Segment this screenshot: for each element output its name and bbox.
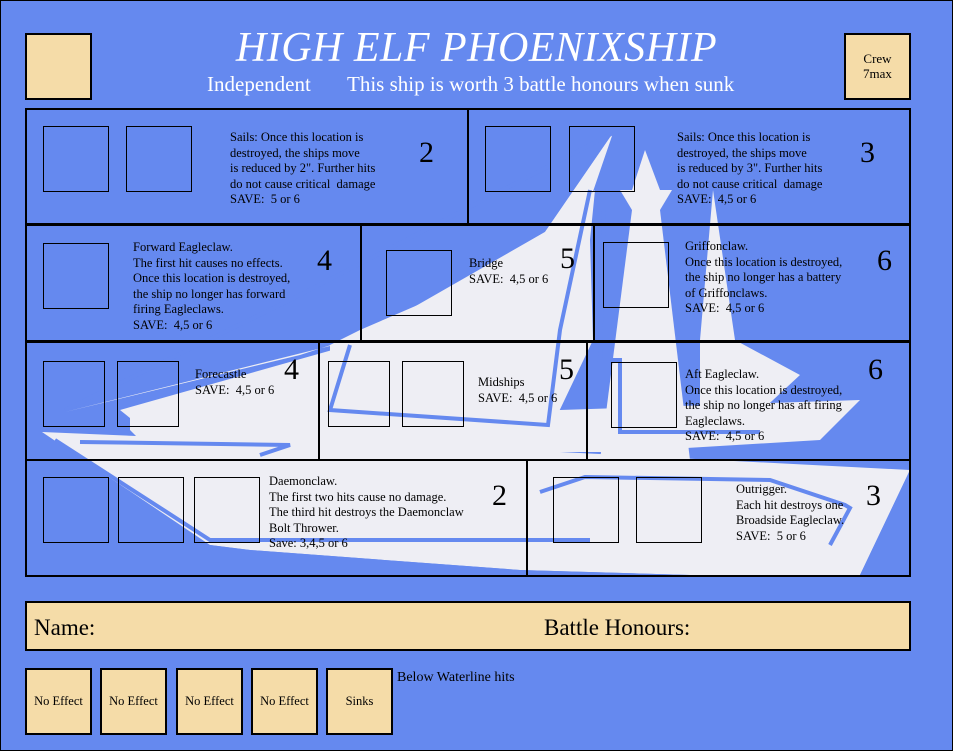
damage-box[interactable]	[603, 242, 669, 308]
damage-box[interactable]	[402, 361, 464, 427]
waterline-shape	[25, 470, 910, 575]
damage-box[interactable]	[43, 126, 109, 192]
location-roll-number: 6	[877, 244, 892, 277]
damage-box[interactable]	[118, 477, 184, 543]
waterline-hit-box[interactable]: No Effect	[25, 668, 92, 735]
location-roll-number: 5	[559, 353, 574, 386]
faction-icon-box	[25, 33, 92, 100]
damage-box[interactable]	[43, 243, 109, 309]
outrigger-outline	[539, 474, 853, 546]
location-griffonclaw: Griffonclaw.Once this location is destro…	[593, 224, 911, 342]
damage-box[interactable]	[636, 477, 702, 543]
battle-honours-field[interactable]: Battle Honours:	[544, 615, 691, 640]
location-roll-number: 2	[492, 479, 507, 512]
damage-box[interactable]	[43, 477, 109, 543]
mast-crown	[620, 190, 672, 210]
mast-outline	[597, 209, 760, 434]
faction-label: Independent	[207, 72, 311, 96]
rigging-line-1	[64, 131, 614, 412]
damage-box[interactable]	[553, 477, 619, 543]
damage-box[interactable]	[485, 126, 551, 192]
aft-spire	[700, 190, 800, 440]
main-sail-shape	[330, 190, 595, 420]
name-field[interactable]: Name:	[34, 615, 96, 640]
location-roll-number: 2	[419, 136, 434, 169]
location-daemonclaw: Daemonclaw.The first two hits cause no d…	[25, 459, 528, 577]
damage-box[interactable]	[569, 126, 635, 192]
bow-line	[79, 440, 291, 457]
location-roll-number: 5	[560, 242, 575, 275]
location-roll-number: 3	[866, 479, 881, 512]
crew-value: 7max	[863, 66, 892, 81]
damage-box[interactable]	[43, 361, 105, 427]
crew-label: Crew	[863, 51, 892, 66]
hull-line	[53, 438, 590, 542]
page-title: HIGH ELF PHOENIXSHIP	[235, 25, 718, 71]
damage-box[interactable]	[194, 477, 260, 543]
location-description: Aft Eagleclaw.Once this location is dest…	[685, 367, 843, 443]
waterline-hit-box[interactable]: No Effect	[100, 668, 167, 735]
mast-top	[632, 150, 660, 190]
damage-box[interactable]	[328, 361, 390, 427]
waterline-caption: Below Waterline hits	[397, 670, 515, 685]
ship-record-bar: Name: Battle Honours:	[25, 601, 911, 651]
location-description: Forward Eagleclaw.The first hit causes n…	[133, 240, 291, 332]
location-description: Daemonclaw.The first two hits cause no d…	[269, 474, 464, 550]
damage-box[interactable]	[386, 250, 452, 316]
mast-body	[600, 210, 690, 460]
damage-box[interactable]	[611, 362, 677, 428]
location-description: Griffonclaw.Once this location is destro…	[685, 239, 843, 315]
ship-worth-text: This ship is worth 3 battle honours when…	[347, 72, 735, 96]
waterline-sinks-box[interactable]: Sinks	[326, 668, 393, 735]
damage-box[interactable]	[117, 361, 179, 427]
waterline-hit-box[interactable]: No Effect	[176, 668, 243, 735]
rigging-line-2	[327, 189, 592, 428]
location-roll-number: 4	[317, 244, 332, 277]
location-roll-number: 6	[868, 353, 883, 386]
waterline-hit-box[interactable]: No Effect	[251, 668, 318, 735]
damage-box[interactable]	[126, 126, 192, 192]
location-roll-number: 3	[860, 136, 875, 169]
crew-box: Crew 7max	[844, 33, 911, 100]
location-roll-number: 4	[284, 353, 299, 386]
location-forward-eagleclaw: Forward Eagleclaw.The first hit causes n…	[25, 224, 362, 342]
location-aft-eagleclaw: Aft Eagleclaw.Once this location is dest…	[586, 341, 911, 461]
upper-hull	[130, 400, 860, 455]
